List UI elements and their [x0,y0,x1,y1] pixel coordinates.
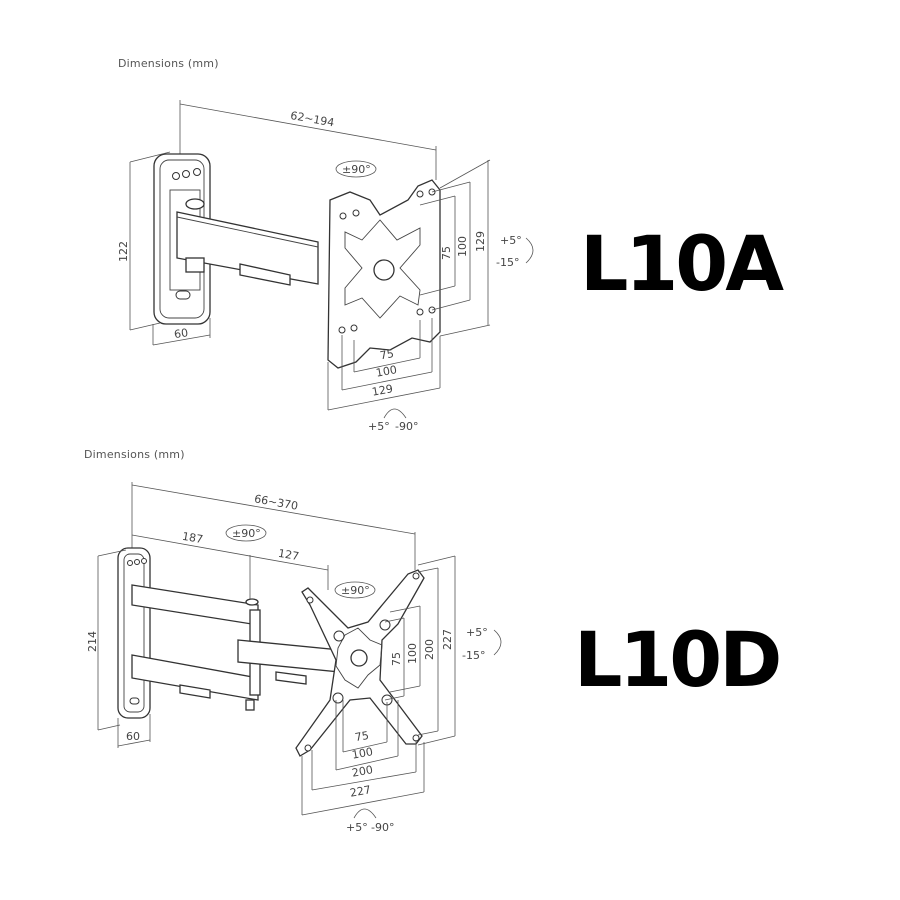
l10d-wall-height-dimension: 214 [86,549,127,731]
svg-text:+5°: +5° [466,626,488,639]
svg-text:+5°: +5° [500,234,522,247]
svg-text:227: 227 [441,629,454,650]
l10a-vesa-vertical-dimensions: 75 100 129 [419,159,491,337]
svg-text:187: 187 [181,530,204,546]
l10d-extension-dimension: 66~370 [131,482,416,570]
svg-text:75: 75 [354,729,370,744]
l10a-wall-height-dimension: 122 [117,151,171,331]
svg-text:+5°: +5° [346,821,368,834]
svg-text:100: 100 [351,745,374,761]
svg-text:+5°: +5° [368,420,390,433]
svg-text:127: 127 [277,547,300,563]
svg-text:227: 227 [349,783,372,799]
svg-text:-90°: -90° [371,821,394,834]
l10a-wall-depth-dimension: 60 [152,318,211,346]
svg-text:200: 200 [351,763,374,779]
l10a-dimensions-heading: Dimensions (mm) [118,57,219,70]
l10a-wall-height-value: 122 [117,241,130,262]
svg-text:129: 129 [371,382,394,398]
svg-text:-15°: -15° [496,256,519,269]
svg-text:-90°: -90° [395,420,418,433]
svg-text:100: 100 [375,363,398,379]
svg-text:75: 75 [390,652,403,666]
svg-text:214: 214 [86,631,99,652]
svg-text:-15°: -15° [462,649,485,662]
svg-text:100: 100 [406,643,419,664]
l10d-model-label: L10D [574,615,782,704]
svg-text:200: 200 [423,639,436,660]
svg-text:100: 100 [456,236,469,257]
svg-text:129: 129 [474,231,487,252]
l10a-model-label: L10A [580,219,784,308]
svg-text:60: 60 [173,326,189,341]
svg-text:±90°: ±90° [342,163,371,176]
svg-text:±90°: ±90° [232,527,261,540]
l10d-rotation-indicator: ±90° [334,581,376,599]
l10d-wall-depth-dimension: 60 [117,714,151,748]
l10d-arm-dimensions: 187 127 ±90° [131,524,329,600]
l10a-swivel-indicator: +5° -90° [368,408,418,433]
l10d-vesa-horizontal-dimensions: 75 100 200 227 [301,700,425,816]
l10a-arm [176,198,319,286]
l10d-vesa-vertical-dimensions: 75 100 200 227 [384,555,456,746]
l10d-dimensions-heading: Dimensions (mm) [84,448,185,461]
svg-text:±90°: ±90° [341,584,370,597]
svg-text:75: 75 [440,246,453,260]
l10a-tilt-indicator: +5° -15° [496,234,534,269]
l10d-tilt-indicator: +5° -15° [462,626,502,662]
l10a-rotation-indicator: ±90° [335,160,377,178]
l10a-vesa-plate [327,179,441,369]
l10d-arms [131,584,341,711]
svg-text:60: 60 [126,730,140,743]
l10d-vesa-plate [295,569,425,757]
svg-text:75: 75 [379,347,395,362]
l10d-wall-plate [117,547,151,719]
l10d-swivel-indicator: +5° -90° [346,808,394,834]
l10a-vesa-horizontal-dimensions: 75 100 129 [327,318,441,411]
